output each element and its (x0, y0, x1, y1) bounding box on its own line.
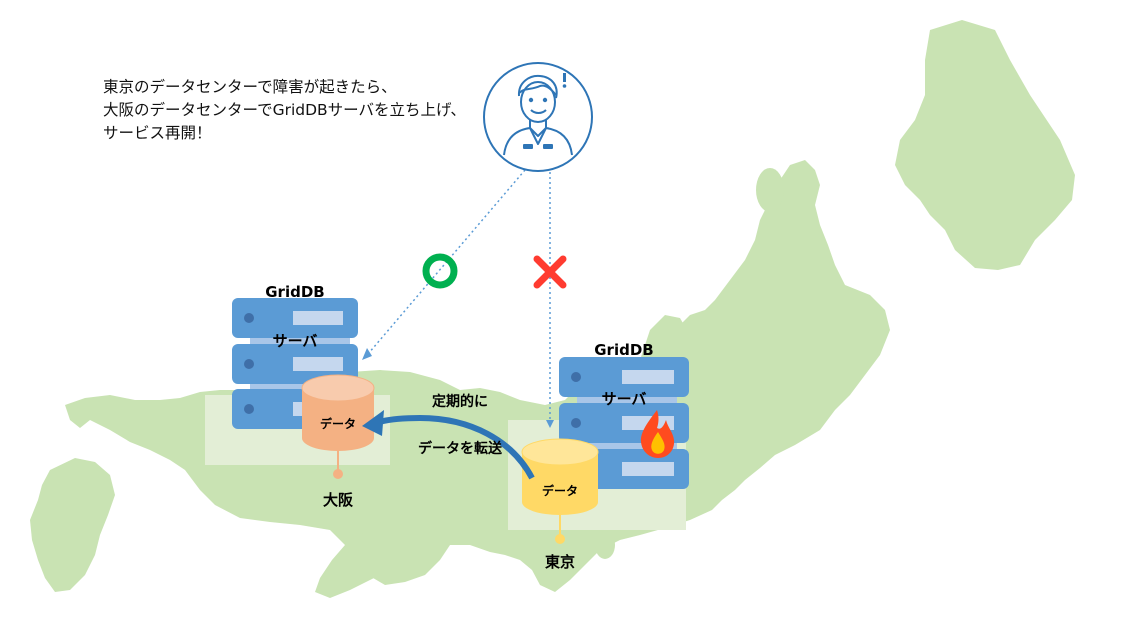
person-icon (483, 62, 593, 172)
transfer-label: 定期的に データを転送 (400, 365, 520, 473)
osaka-server-title-line2: サーバ (272, 332, 318, 350)
transfer-label-line2: データを転送 (418, 441, 502, 457)
tokyo-server-title: GridDB サーバ (584, 311, 664, 424)
tokyo-server-title-line2: サーバ (601, 390, 647, 408)
osaka-server-title-line1: GridDB (265, 283, 325, 301)
speech-line-2: 大阪のデータセンターでGridDBサーバを立ち上げ、 (103, 101, 466, 119)
tokyo-server-title-line1: GridDB (594, 341, 654, 359)
speech-line-3: サービス再開！ (103, 124, 212, 142)
speech-text: 東京のデータセンターで障害が起きたら、 大阪のデータセンターでGridDBサーバ… (103, 76, 466, 145)
transfer-label-line1: 定期的に (432, 394, 488, 410)
osaka-link-arrowhead (362, 348, 372, 360)
tokyo-database (521, 438, 599, 544)
tokyo-link-arrowhead (546, 420, 554, 428)
osaka-db-label: データ (319, 417, 356, 431)
transfer-arrow (362, 410, 535, 480)
fire-icon (640, 410, 675, 458)
ng-cross-icon (533, 255, 567, 289)
osaka-city-label: 大阪 (322, 491, 353, 509)
tokyo-city-label: 東京 (544, 553, 575, 571)
tokyo-db-label: データ (541, 484, 578, 498)
osaka-server-title: GridDB サーバ (255, 253, 335, 366)
ok-circle-icon (422, 253, 458, 289)
osaka-database (301, 374, 375, 479)
speech-line-1: 東京のデータセンターで障害が起きたら、 (103, 78, 397, 96)
